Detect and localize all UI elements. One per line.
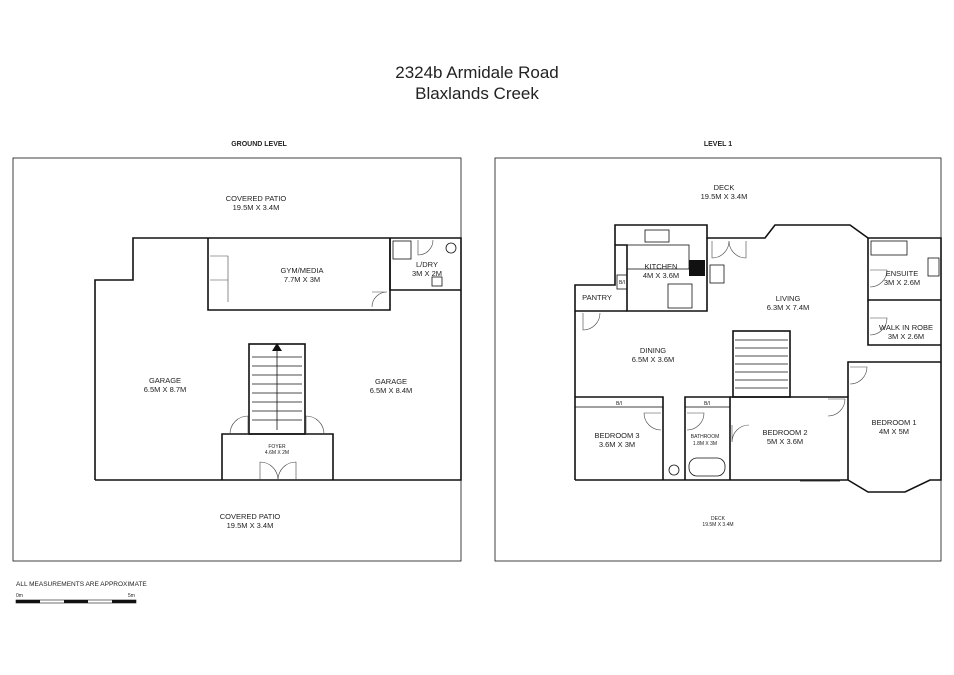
bath-tub [688,457,726,477]
scale-start-label: 0m [16,593,23,599]
garage-left-size: 6.5M X 8.7M [144,385,187,394]
foyer-label: FOYER [268,444,286,450]
level1-plan: LEVEL 1 B/I [494,141,942,562]
address-line-1: 2324b Armidale Road [395,63,559,82]
wir-wall [867,300,941,346]
ground-level-plan: GROUND LEVEL [12,141,462,562]
bedroom1-wall [847,361,941,397]
laundry-size: 3M X 2M [412,269,442,278]
covered-patio-bottom-label: COVERED PATIO [220,512,281,521]
bathroom-label: BATHROOM [691,434,720,440]
foyer-size: 4.6M X 2M [265,450,289,456]
deck-door [711,240,747,259]
laundry-toilet [445,242,457,254]
address-line-2: Blaxlands Creek [415,84,539,103]
bathroom-size: 1.8M X 3M [693,441,717,447]
pantry-door-arc [582,312,601,331]
gym-label: GYM/MEDIA [281,266,324,275]
living-size: 6.3M X 7.4M [767,303,810,312]
scale-end-label: 5m [128,593,135,599]
bedroom2-door2-arc [827,398,846,417]
ensuite-vanity [927,257,940,277]
garage-right-label: GARAGE [375,377,407,386]
level1-building-outline [574,224,942,493]
foyer-door-left-arc [229,415,249,435]
gym-size: 7.7M X 3M [284,275,320,284]
deck-top-label: DECK [714,183,735,192]
gym-door-arc [371,291,388,308]
toilet [668,464,680,476]
fridge [709,264,725,284]
scale-bar [15,599,137,604]
bathroom-bi [684,396,731,408]
bedroom2-label: BEDROOM 2 [762,428,807,437]
kitchen-label: KITCHEN [645,262,678,271]
laundry-wall [389,238,461,291]
bedroom3-size: 3.6M X 3M [599,440,635,449]
bi-tag-kitchen: B/I [619,280,625,286]
wir-size: 3M X 2.6M [888,332,924,341]
bedroom2-door-arc [731,424,750,443]
ensuite-shower [870,240,908,256]
living-label: LIVING [776,294,801,303]
deck-bottom-size: 19.5M X 3.4M [702,522,733,528]
bathroom-door-arc [686,412,705,431]
wir-label: WALK IN ROBE [879,323,933,332]
foyer-door-right-arc [305,415,325,435]
covered-patio-top-label: COVERED PATIO [226,194,287,203]
deck-bottom-label: DECK [711,516,726,522]
laundry-door-arc [417,239,434,256]
kitchen-bench [626,244,690,270]
kitchen-sink [644,229,670,243]
footer: ALL MEASUREMENTS ARE APPROXIMATE 0m 5m [15,581,147,604]
ground-stair-treads [252,348,302,430]
ensuite-size: 3M X 2.6M [884,278,920,287]
level1-title: LEVEL 1 [704,141,732,148]
bedroom3-door-arc [643,412,662,431]
ground-level-title: GROUND LEVEL [231,141,287,148]
bedroom1-label: BEDROOM 1 [871,418,916,427]
laundry-tub [392,240,412,260]
wir-door-arc [869,317,888,336]
foyer-wall [221,433,334,480]
measurement-note: ALL MEASUREMENTS ARE APPROXIMATE [16,581,147,588]
laundry-fixture [431,276,443,287]
foyer-entry-doors [259,461,297,481]
cooktop [689,260,705,276]
gym-double-door [210,255,229,302]
covered-patio-bottom-size: 19.5M X 3.4M [227,521,274,530]
garage-left-label: GARAGE [149,376,181,385]
bi-tag-bedroom3: B/I [616,401,622,407]
bedroom3-bi [574,396,664,408]
dining-label: DINING [640,346,666,355]
deck-top-size: 19.5M X 3.4M [701,192,748,201]
pantry-label: PANTRY [582,293,612,302]
ground-stairs-arrow-icon [272,343,282,351]
laundry-label: L/DRY [416,260,438,269]
level1-stair-treads [735,339,788,389]
garage-right-size: 6.5M X 8.4M [370,386,413,395]
bedroom1-door-arc [849,366,868,385]
covered-patio-top-size: 19.5M X 3.4M [233,203,280,212]
bedroom1-size: 4M X 5M [879,427,909,436]
ground-level-boundary [12,157,462,562]
kitchen-island [667,283,693,309]
kitchen-size: 4M X 3.6M [643,271,679,280]
level1-boundary [494,157,942,562]
kitchen-bi [616,274,628,290]
bi-tag-bathroom: B/I [704,401,710,407]
bedroom3-label: BEDROOM 3 [594,431,639,440]
ensuite-label: ENSUITE [886,269,919,278]
ensuite-door-arc [869,269,888,288]
dining-size: 6.5M X 3.6M [632,355,675,364]
bedroom2-size: 5M X 3.6M [767,437,803,446]
